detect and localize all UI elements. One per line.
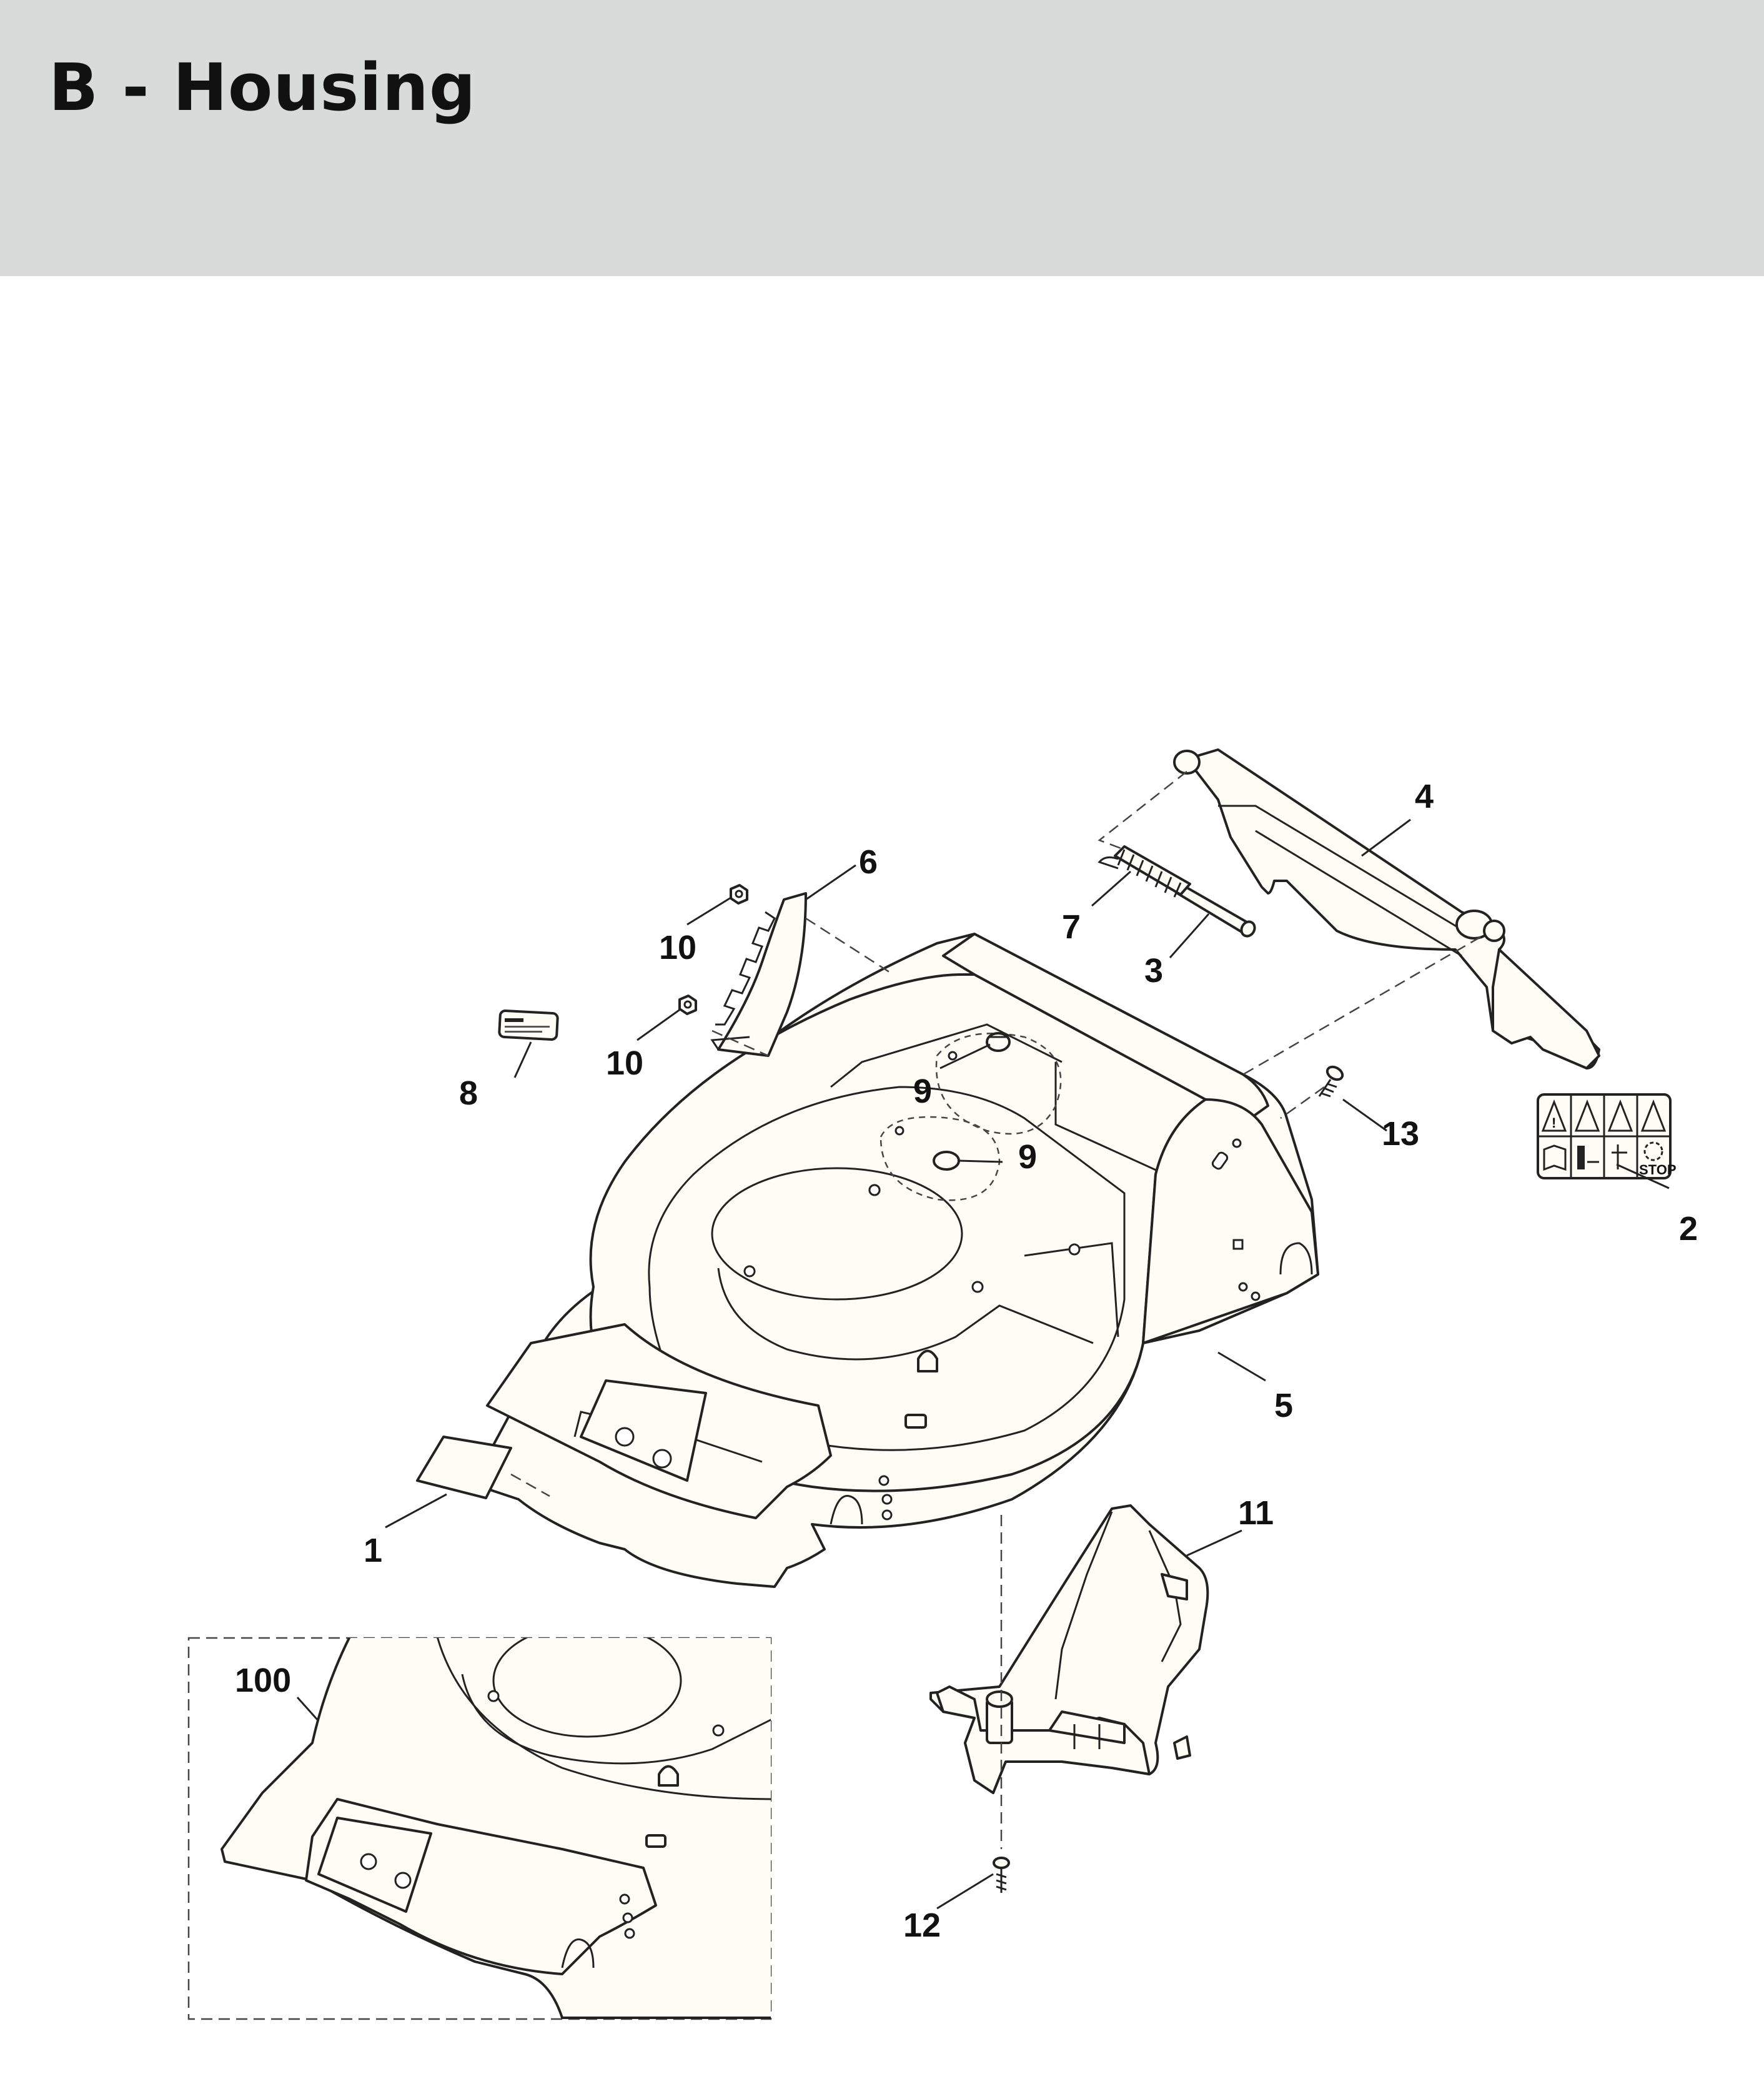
torsion-spring xyxy=(1098,845,1191,898)
callout-7: 7 xyxy=(1062,908,1081,946)
callout-10-lower: 10 xyxy=(606,1045,643,1082)
svg-text:!: ! xyxy=(1552,1115,1556,1131)
callout-12: 12 xyxy=(903,1907,941,1944)
callout-100: 100 xyxy=(235,1662,291,1699)
callout-2: 2 xyxy=(1679,1210,1698,1248)
callout-6: 6 xyxy=(859,843,878,881)
callout-11: 11 xyxy=(1238,1494,1274,1532)
screw-13 xyxy=(1318,1065,1344,1098)
callout-labels: 1 2 3 4 5 6 7 8 9 9 10 10 11 12 13 100 xyxy=(235,778,1698,1944)
hinge-pin xyxy=(1176,885,1256,938)
callout-8: 8 xyxy=(459,1074,478,1112)
nut-lower xyxy=(678,995,697,1015)
assembly-lines xyxy=(510,771,1481,1849)
callout-5: 5 xyxy=(1274,1387,1293,1424)
screw-12 xyxy=(993,1857,1010,1893)
knob-lower xyxy=(933,1151,960,1171)
callout-9-upper: 9 xyxy=(913,1073,932,1110)
rating-label xyxy=(498,1010,559,1041)
callout-9-lower: 9 xyxy=(1018,1138,1037,1176)
callout-4: 4 xyxy=(1415,778,1434,815)
callout-3: 3 xyxy=(1144,952,1163,990)
callout-10-upper: 10 xyxy=(659,929,696,966)
page-title: B - Housing xyxy=(49,49,477,126)
sign-stop-text: STOP xyxy=(1639,1162,1677,1178)
detail-view-100 xyxy=(187,1637,772,2020)
flap-label xyxy=(416,1436,512,1499)
nut-upper xyxy=(730,884,748,905)
safety-sign: ! STOP xyxy=(1537,1093,1677,1179)
callout-13: 13 xyxy=(1382,1115,1419,1153)
leader-lines xyxy=(296,818,1670,1910)
header-band: B - Housing xyxy=(0,0,1764,276)
adjustment-rack xyxy=(710,892,807,1057)
rear-flap xyxy=(1173,748,1600,1069)
mulch-insert xyxy=(929,1504,1209,1794)
housing-deck xyxy=(480,933,1319,1588)
knob-upper xyxy=(986,1032,1011,1052)
callout-1: 1 xyxy=(364,1532,382,1569)
